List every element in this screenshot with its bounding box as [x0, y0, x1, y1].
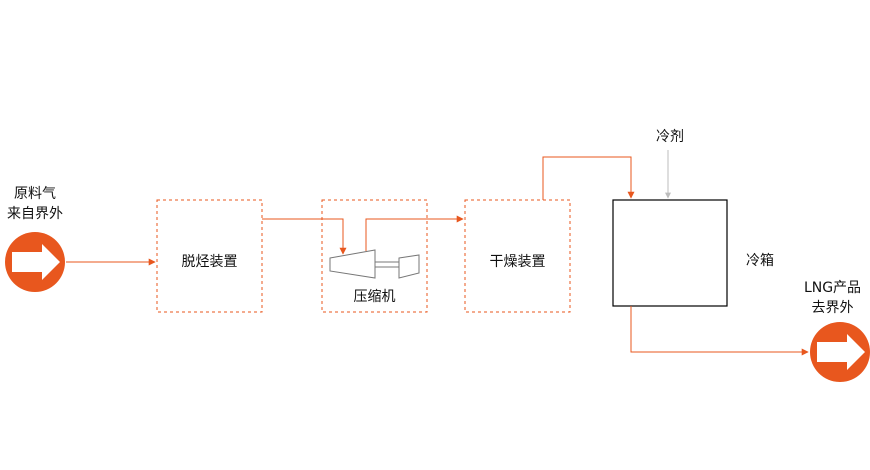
dryer-unit-box: [464, 199, 571, 313]
feed-source-label: 原料气 来自界外: [0, 184, 70, 224]
dehydrocarbon-to-compressor-line: [262, 218, 347, 255]
compressor-unit-box: [321, 199, 428, 313]
feed-arrow-right-circle-icon: [5, 232, 65, 292]
product-arrow-right-circle-icon: [810, 322, 870, 382]
compressor-to-dryer-line: [365, 215, 464, 251]
refrigerant-label: 冷剂: [656, 129, 684, 145]
dryer-to-coldbox-line: [542, 156, 635, 200]
dryer-unit-label: 干燥装置: [489, 254, 546, 270]
coldbox-to-product-line: [630, 306, 809, 356]
product-line2: 去界外: [811, 300, 854, 316]
feed-source-line2: 来自界外: [7, 206, 63, 222]
compressor-unit-label: 压缩机: [353, 289, 396, 305]
feed-source-line1: 原料气: [14, 186, 56, 202]
coldbox-label: 冷箱: [746, 253, 774, 269]
coldbox: [612, 199, 728, 307]
compressor-symbol: [329, 249, 420, 279]
product-label: LNG产品 去界外: [795, 278, 870, 318]
dehydrocarbon-unit-box: [156, 199, 263, 313]
dehydrocarbon-unit-label: 脱烃装置: [181, 254, 238, 270]
product-line1: LNG产品: [803, 280, 862, 296]
